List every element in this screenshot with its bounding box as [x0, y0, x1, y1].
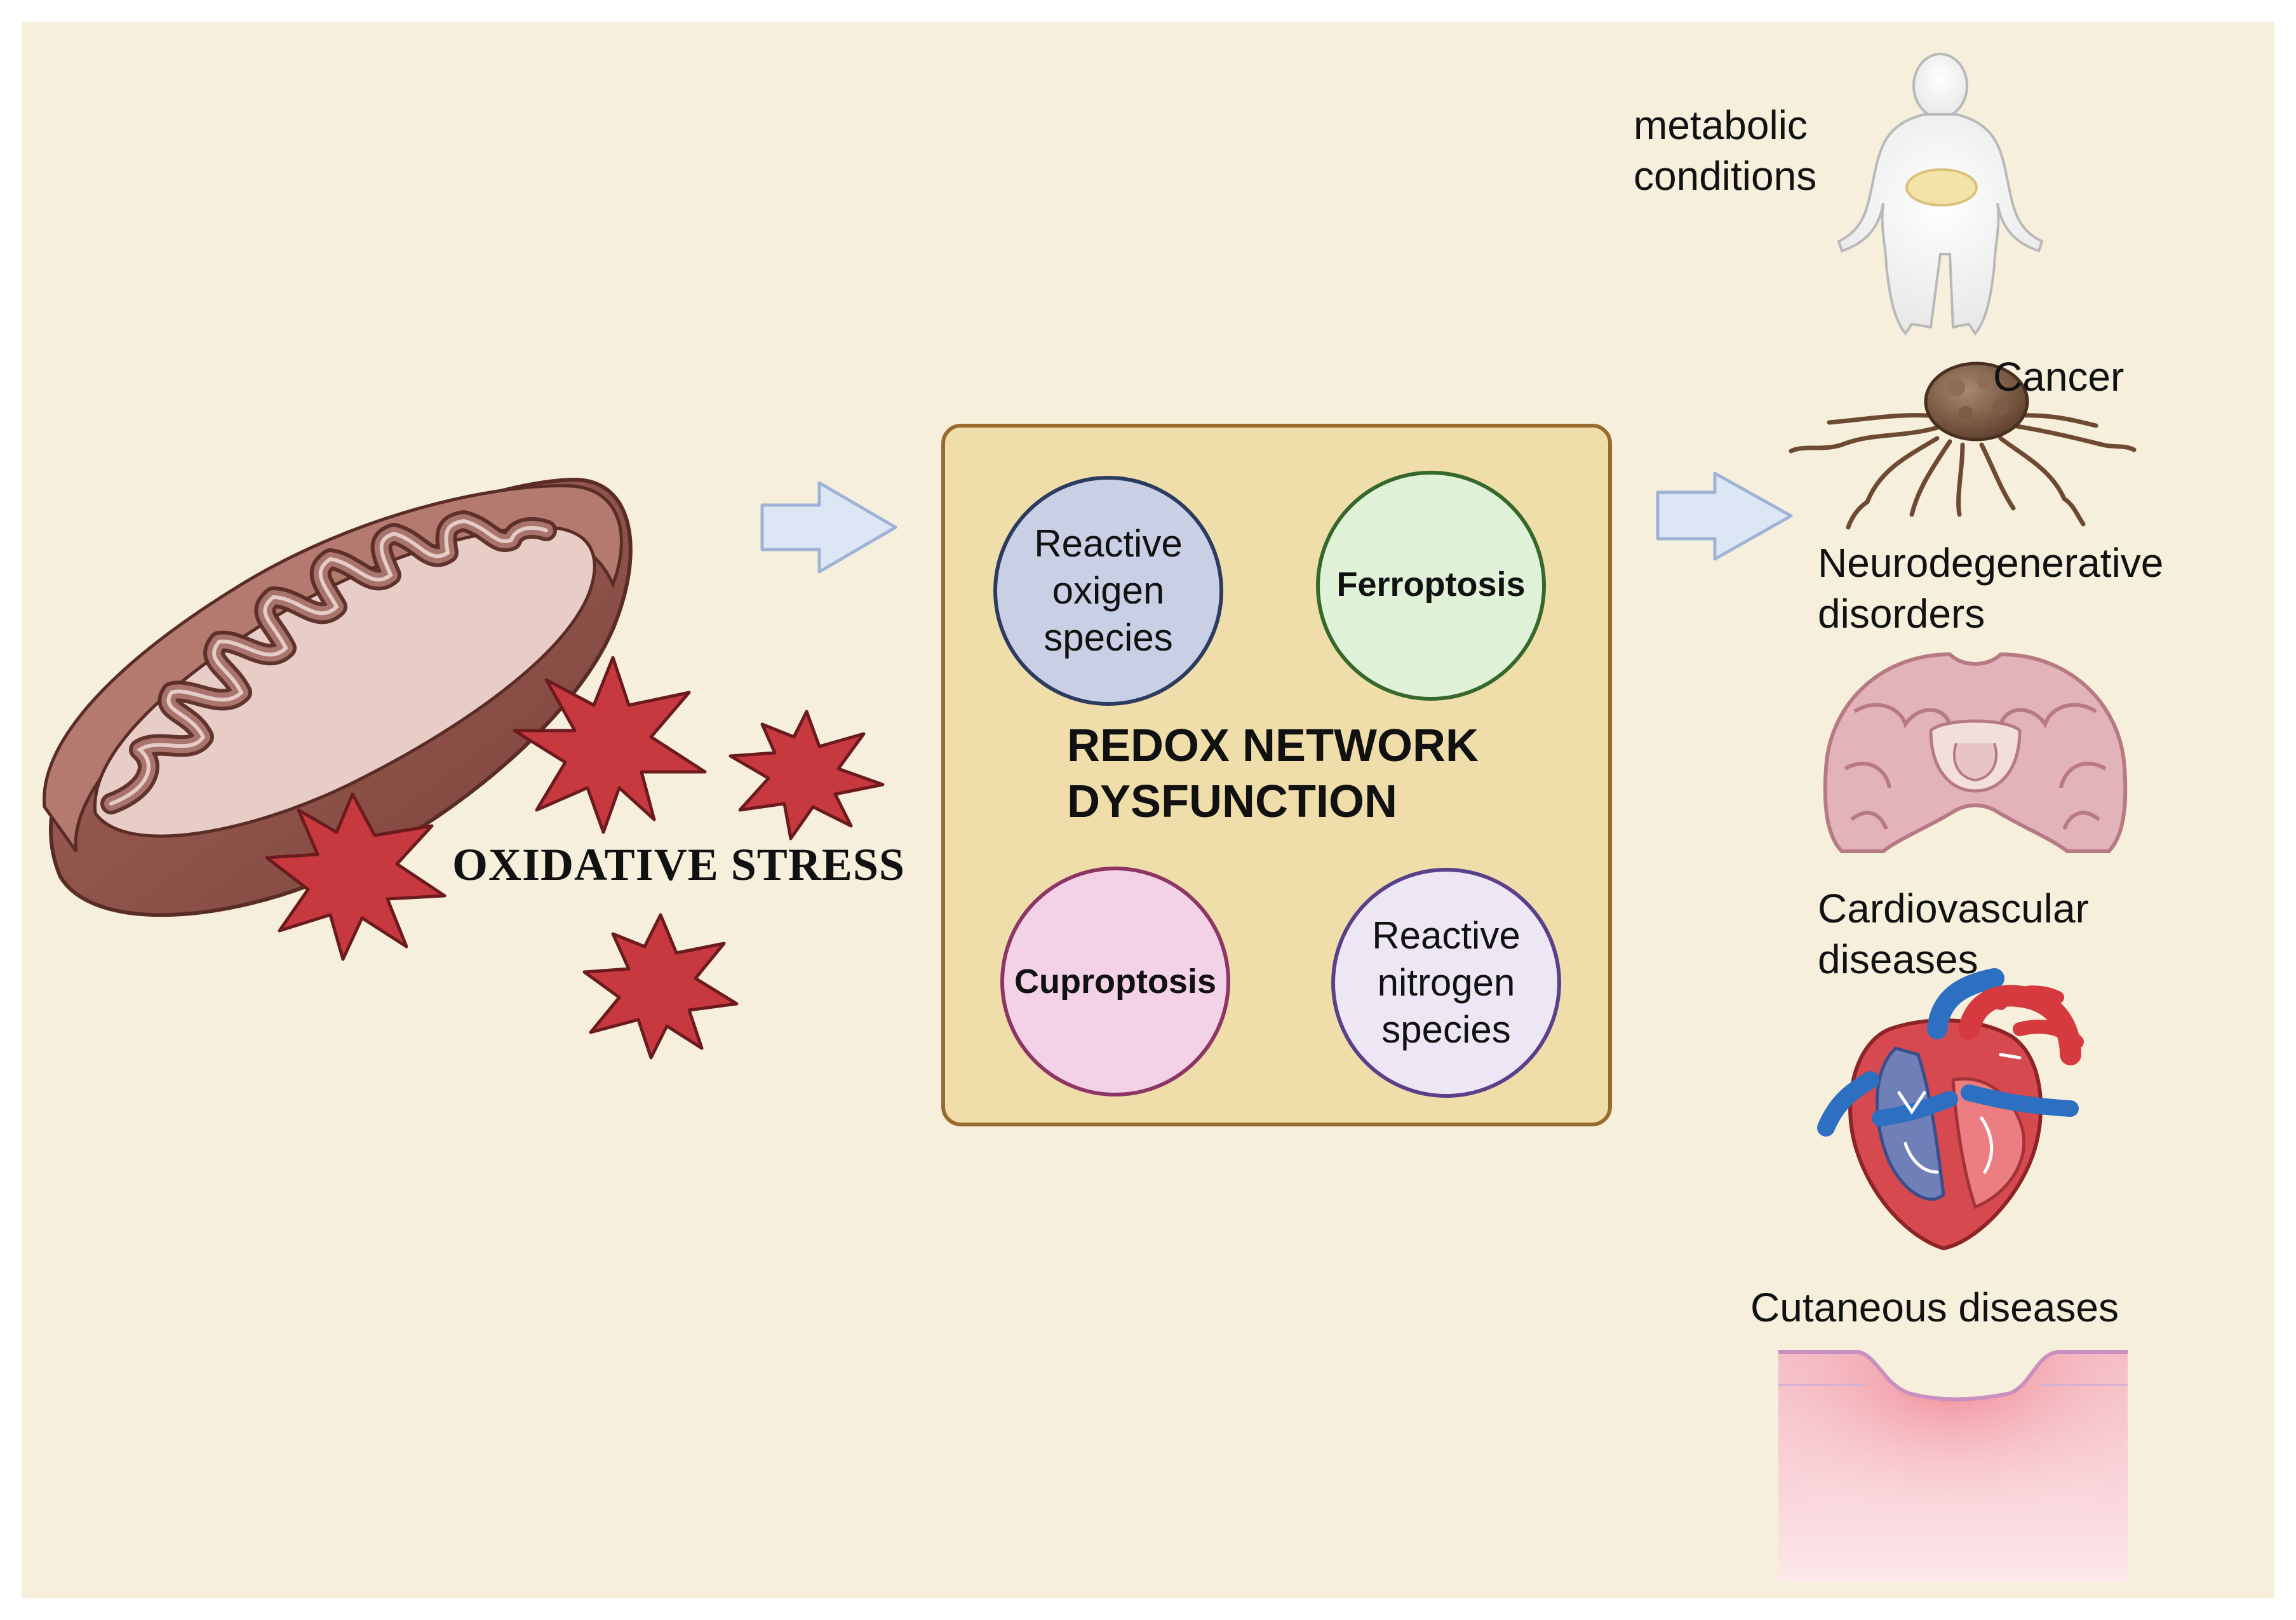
- arrow-right-icon: [1656, 471, 1793, 561]
- rns-bubble: [1331, 868, 1561, 1098]
- redox-title-line-1: REDOX NETWORK: [1067, 720, 1479, 771]
- ferroptosis-bubble: [1316, 471, 1546, 701]
- neuro-line-2: disorders: [1818, 591, 1985, 637]
- brain-icon: [1823, 652, 2128, 853]
- rns-line-3: species: [1381, 1008, 1511, 1051]
- cardio-line-2: diseases: [1818, 936, 1978, 982]
- skin-wound-icon: [1778, 1350, 2128, 1582]
- cardio-line-1: Cardiovascular: [1818, 886, 2089, 931]
- ros-line-2: oxigen: [1052, 569, 1165, 612]
- neuro-line-1: Neurodegenerative: [1818, 540, 2164, 586]
- metabolic-line-2: conditions: [1634, 153, 1817, 199]
- cuproptosis-bubble: [1000, 867, 1230, 1097]
- ros-label: Reactive oxigen species: [1004, 518, 1213, 664]
- ros-line-3: species: [1044, 616, 1173, 659]
- oxidative-stress-label: OXIDATIVE STRESS: [452, 839, 905, 890]
- ros-bubble: [993, 476, 1223, 706]
- neuro-label: Neurodegenerative disorders: [1818, 537, 2163, 639]
- cancer-label: Cancer: [1993, 354, 2125, 400]
- human-body-icon: [1837, 53, 2044, 336]
- redox-title-line-2: DYSFUNCTION: [1067, 776, 1397, 827]
- ros-line-1: Reactive: [1034, 522, 1183, 565]
- tumor-icon: [1789, 361, 2137, 530]
- heart-icon: [1817, 968, 2084, 1251]
- cutaneous-label: Cutaneous diseases: [1750, 1285, 2119, 1330]
- metabolic-line-1: metabolic: [1634, 102, 1808, 148]
- rns-line-2: nitrogen: [1377, 961, 1515, 1004]
- redox-title: REDOX NETWORK DYSFUNCTION: [1067, 718, 1479, 830]
- cardio-label: Cardiovascular diseases: [1818, 883, 2089, 985]
- mitochondrion-icon: [43, 477, 633, 917]
- metabolic-label: metabolic conditions: [1634, 100, 1816, 201]
- ferroptosis-label: Ferroptosis: [1336, 565, 1526, 604]
- arrow-right-icon: [760, 481, 897, 574]
- cuproptosis-label: Cuproptosis: [1014, 962, 1216, 1001]
- oxidative-burst-icon: [265, 656, 885, 1060]
- rns-label: Reactive nitrogen species: [1341, 910, 1551, 1056]
- rns-line-1: Reactive: [1372, 914, 1521, 957]
